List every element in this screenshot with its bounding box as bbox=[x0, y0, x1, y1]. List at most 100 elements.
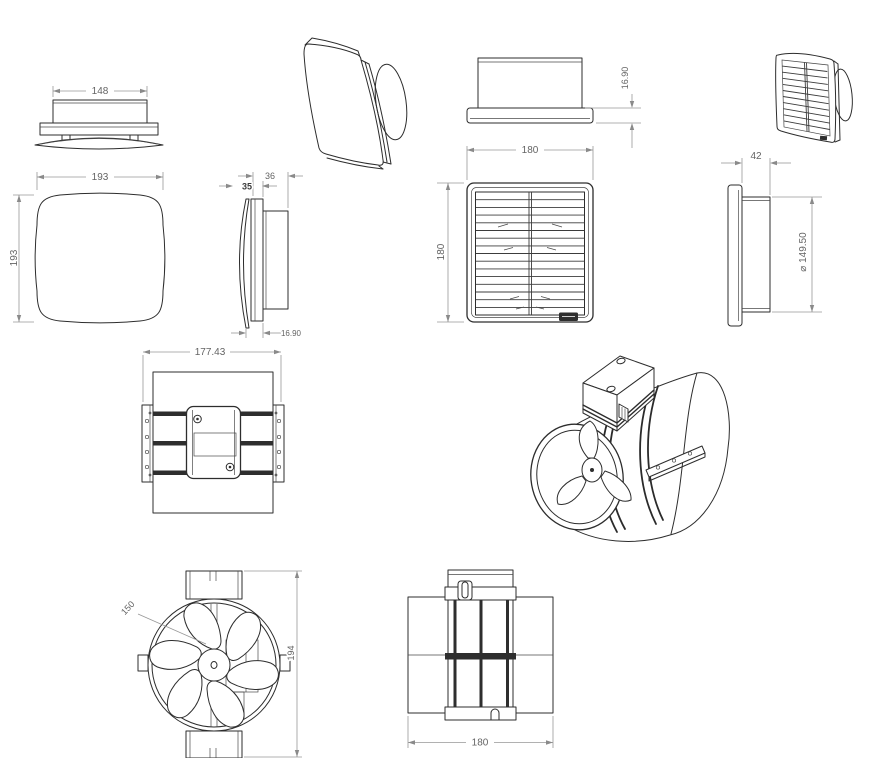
side-tab-left bbox=[137, 654, 149, 672]
arrowhead bbox=[53, 88, 60, 94]
dim-label-fan-height: 194 bbox=[286, 645, 296, 660]
screw-center bbox=[196, 417, 199, 421]
view-fan-front: 150 194 bbox=[118, 570, 302, 758]
fan-blade bbox=[226, 660, 279, 690]
hole bbox=[276, 449, 282, 455]
view-cover-front: 193 193 bbox=[8, 171, 166, 324]
hole bbox=[687, 451, 693, 456]
center-divider bbox=[804, 62, 810, 132]
clamp-tab bbox=[457, 580, 473, 601]
arrowhead bbox=[16, 195, 22, 202]
dim-label-duct-depth: 36 bbox=[265, 171, 275, 181]
flange-outline bbox=[39, 122, 159, 136]
fan-blade bbox=[600, 470, 632, 502]
arrowhead bbox=[467, 147, 474, 153]
view-grille-front: 180 180 bbox=[435, 144, 594, 323]
dim-label-front-depth: 35 bbox=[242, 182, 252, 192]
bottom-slot bbox=[490, 708, 500, 721]
thickness-edge bbox=[326, 157, 384, 170]
hole bbox=[144, 418, 150, 424]
cover-inner-edge bbox=[40, 138, 158, 145]
fan-blade bbox=[183, 602, 222, 650]
dim-label-cover-width: 148 bbox=[92, 86, 109, 97]
dim-label-cover-height: 193 bbox=[9, 249, 20, 266]
arrowhead bbox=[770, 160, 777, 166]
duct-outline bbox=[477, 57, 583, 109]
thickness-edge bbox=[837, 63, 841, 141]
flange-outline bbox=[466, 107, 594, 124]
arrowhead bbox=[546, 740, 553, 745]
dim-label-impeller-diameter: 150 bbox=[119, 599, 137, 617]
arrowhead bbox=[239, 330, 246, 336]
hole bbox=[276, 434, 282, 440]
arrowhead bbox=[246, 173, 253, 179]
cover-plate-profile bbox=[239, 198, 250, 329]
thickness-edge bbox=[368, 63, 392, 165]
arrowhead bbox=[263, 330, 270, 336]
top-duct-stub bbox=[185, 570, 243, 600]
side-tab-right bbox=[279, 654, 291, 672]
cover-plate bbox=[34, 192, 166, 324]
clamp-buckle bbox=[618, 403, 629, 423]
fan-blade bbox=[206, 680, 245, 728]
rail bbox=[147, 411, 187, 416]
fan-blade bbox=[556, 475, 587, 505]
cover-face bbox=[303, 43, 384, 166]
cable-gland bbox=[606, 385, 616, 393]
thickness-edge bbox=[364, 61, 388, 163]
hub-hole bbox=[210, 661, 218, 669]
arrowhead bbox=[735, 160, 742, 166]
clamp-band bbox=[647, 385, 664, 521]
brand-badge bbox=[819, 135, 828, 141]
arrowhead bbox=[16, 315, 22, 322]
corner-edge bbox=[360, 59, 370, 65]
hole bbox=[655, 465, 661, 470]
side-plate-right bbox=[272, 404, 285, 483]
rail bbox=[240, 441, 281, 446]
hole bbox=[144, 449, 150, 455]
corner-edge bbox=[382, 161, 392, 165]
arrowhead bbox=[408, 740, 415, 745]
seam-mark bbox=[209, 571, 217, 581]
inlet-ring-inner bbox=[536, 429, 618, 525]
arrowhead bbox=[143, 349, 150, 355]
shroud-inner bbox=[151, 602, 277, 728]
duct-outline bbox=[52, 99, 148, 124]
fan-hub bbox=[197, 648, 231, 682]
view-cover-3d bbox=[303, 37, 408, 170]
arrowhead bbox=[445, 315, 451, 322]
cover-edge bbox=[34, 137, 164, 150]
junction-box bbox=[185, 405, 242, 480]
arrowhead bbox=[274, 349, 281, 355]
center-divider bbox=[528, 192, 532, 315]
impeller bbox=[149, 602, 279, 728]
dim-label-body-width: 180 bbox=[472, 738, 489, 749]
louver-lines bbox=[476, 199, 585, 308]
hole bbox=[274, 411, 278, 415]
buckle-detail bbox=[621, 407, 626, 421]
rail bbox=[240, 411, 281, 416]
view-inline-fan-3d bbox=[530, 355, 730, 542]
clamp-screw bbox=[461, 581, 469, 599]
arrowhead bbox=[140, 88, 147, 94]
louver-curvature-marks bbox=[497, 223, 563, 310]
view-grille-side: 42 ⌀ 149.50 bbox=[721, 150, 822, 327]
flange-top bbox=[444, 586, 517, 601]
view-grille-3d bbox=[775, 52, 853, 143]
arrowhead bbox=[156, 174, 163, 180]
arrowhead bbox=[809, 305, 815, 312]
arrowhead bbox=[445, 183, 451, 190]
screw bbox=[225, 462, 235, 472]
hole bbox=[148, 473, 152, 477]
back-rim bbox=[670, 372, 698, 535]
grille-frame-outer bbox=[466, 182, 594, 323]
dim-label-flange-depth: 16.90 bbox=[620, 67, 630, 90]
dim-label-cover-width: 193 bbox=[92, 172, 109, 183]
grille-frame-inner bbox=[471, 187, 589, 318]
arrowhead bbox=[262, 183, 269, 189]
leader-line bbox=[137, 613, 207, 645]
hole bbox=[144, 434, 150, 440]
arrowhead bbox=[629, 101, 635, 108]
